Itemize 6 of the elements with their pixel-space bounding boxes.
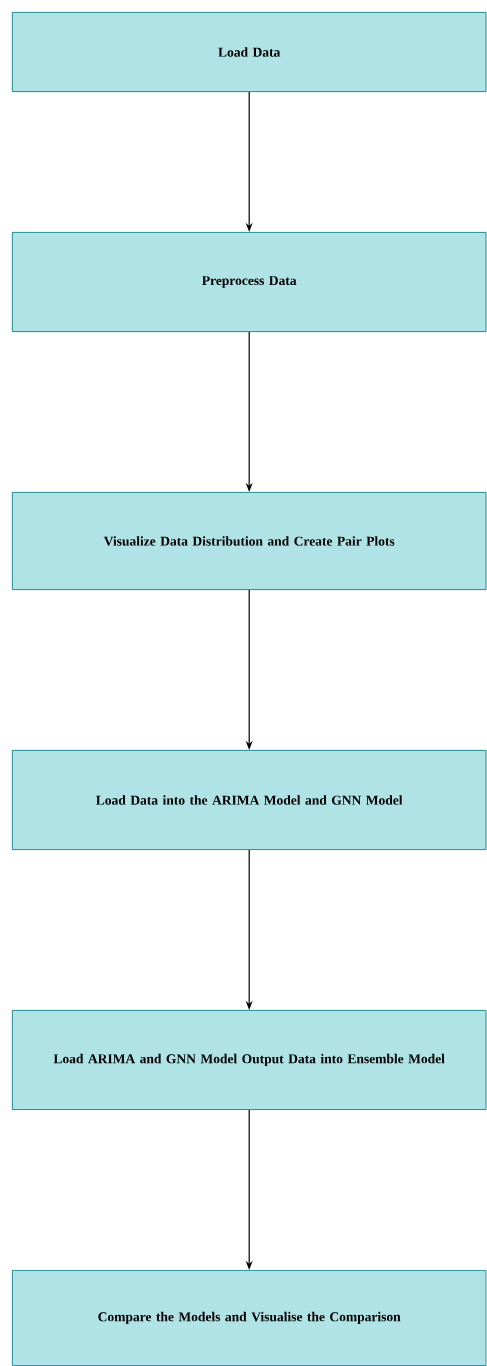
process-box: Load Data into the ARIMA Model and GNN Model	[11, 749, 487, 851]
process-box: Visualize Data Distribution and Create Pair Plots	[11, 491, 487, 591]
process-box: Preprocess Data	[11, 231, 487, 333]
process-box: Load ARIMA and GNN Model Output Data into Ensemble Model	[11, 1009, 487, 1111]
process-box: Compare the Models and Visualise the Comparison	[11, 1269, 487, 1366]
process-box: Load Data	[11, 11, 487, 93]
